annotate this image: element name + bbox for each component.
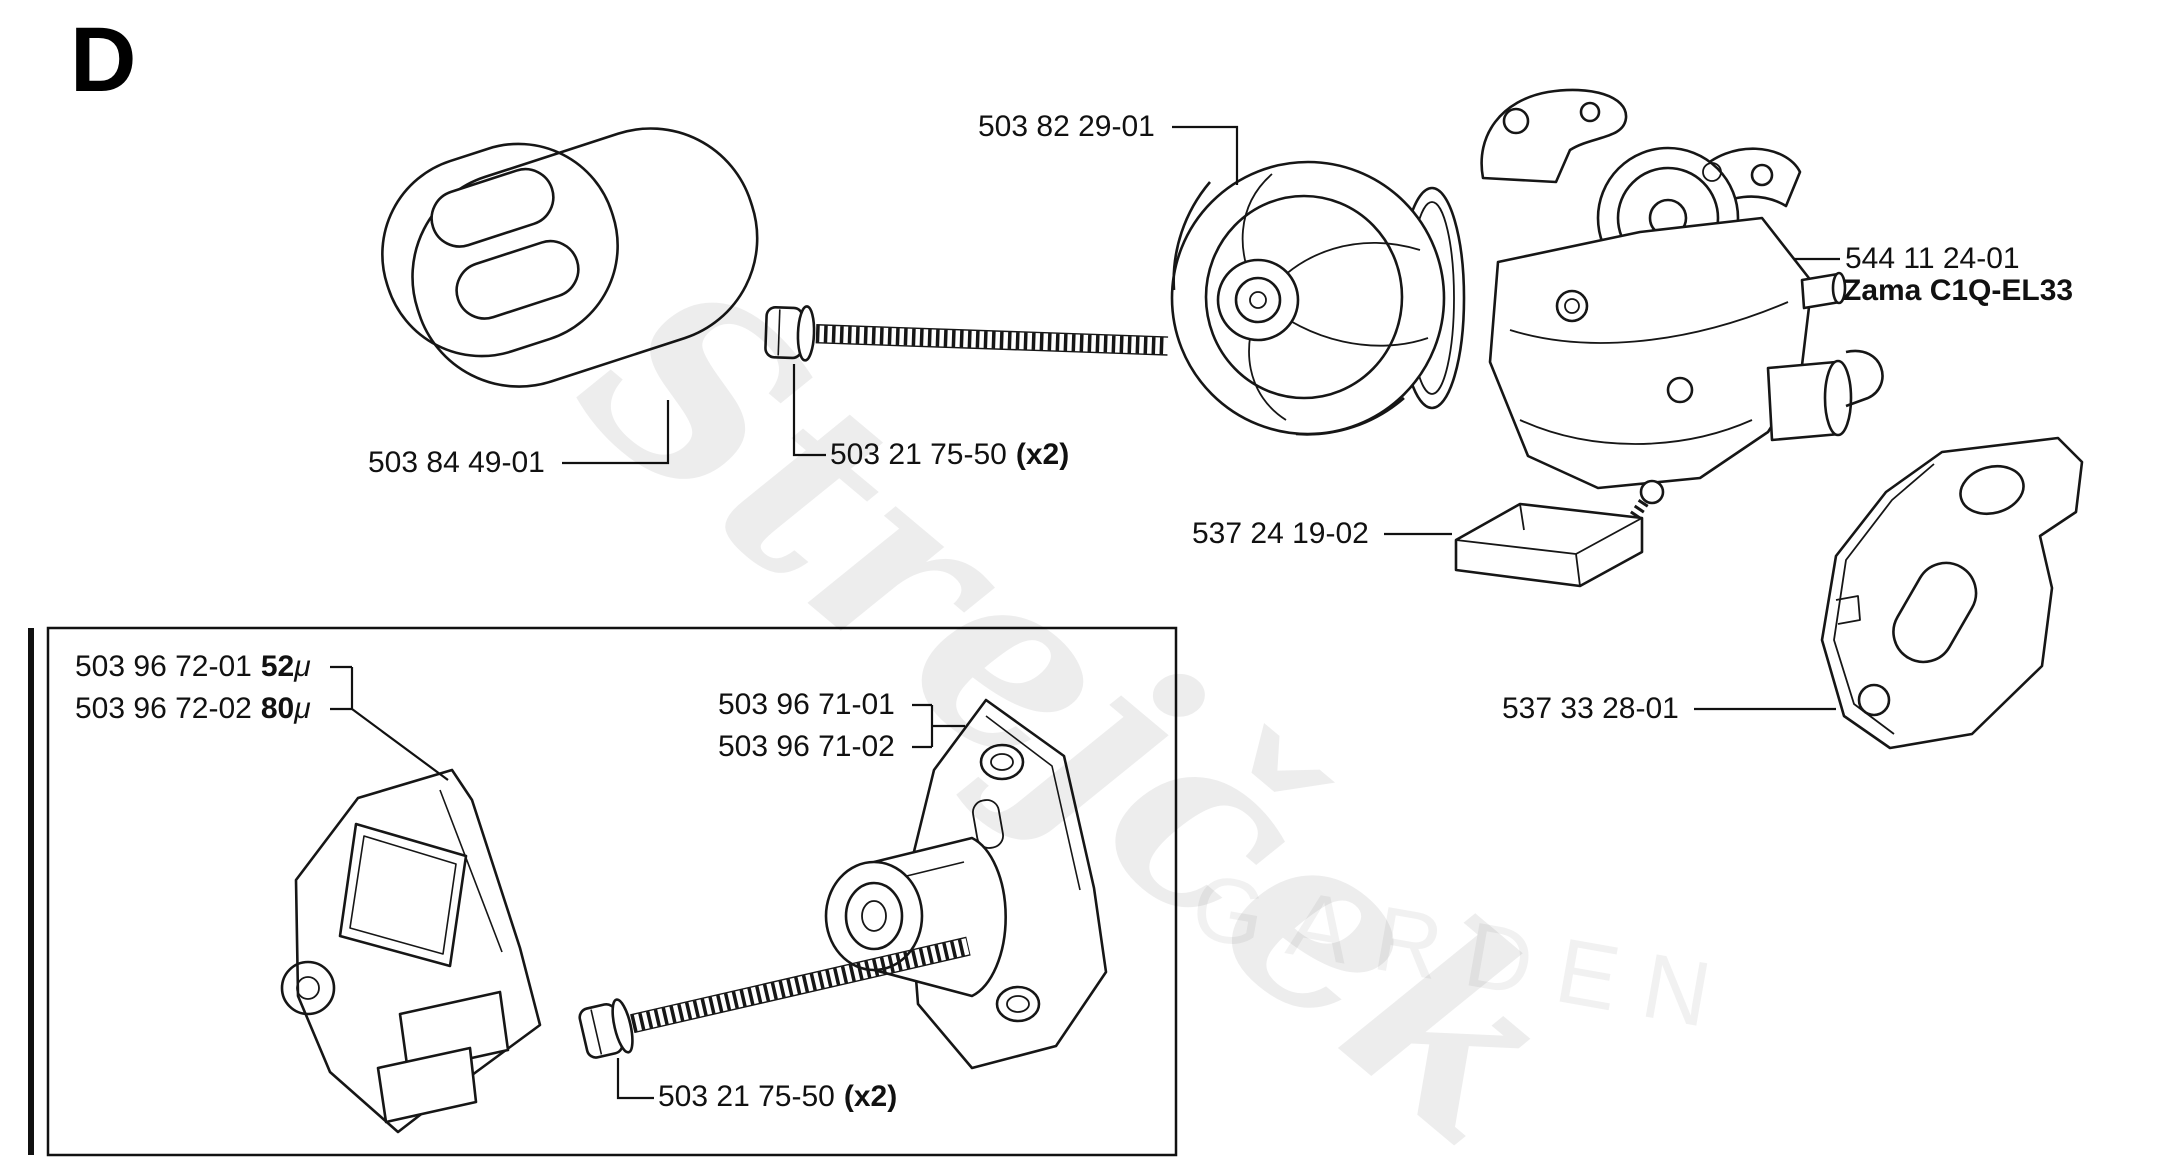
part-number: 503 96 71-02 [718, 730, 895, 763]
part-label-screw-lower: 503 21 75-50(x2) [658, 1080, 897, 1114]
part-number: 503 21 75-50 [830, 438, 1007, 471]
insulator-drawing [1454, 502, 1644, 588]
part-label-carburetor-model: Zama C1Q-EL33 [1843, 274, 2073, 308]
part-label-screw-upper: 503 21 75-50(x2) [830, 438, 1069, 472]
screw-lower-drawing [578, 936, 971, 1059]
screw-upper-drawing [764, 305, 1169, 362]
filter-cover-drawing [280, 768, 542, 1134]
filter-size: 52 [260, 650, 295, 683]
part-label-insulator: 537 24 19-02 [1192, 517, 1369, 551]
part-label-carburetor-number: 544 11 24-01 [1845, 242, 2020, 276]
gasket-plate-drawing [1820, 436, 2084, 750]
carburetor-drawing [1480, 88, 1884, 554]
part-quantity: (x2) [843, 1080, 898, 1113]
micron-unit: μ [294, 692, 311, 725]
part-number: 503 96 72-02 [75, 692, 252, 725]
part-number: 537 33 28-01 [1502, 692, 1679, 725]
muffler-drawing [381, 127, 759, 388]
part-number: 503 96 71-01 [718, 688, 895, 721]
part-number: 544 11 24-01 [1845, 242, 2020, 275]
part-label-muffler: 503 84 49-01 [368, 446, 545, 480]
detail-box [28, 626, 1178, 1157]
leader-lines [330, 125, 1840, 1100]
part-number: 537 24 19-02 [1192, 517, 1369, 550]
part-number: 503 82 29-01 [978, 110, 1155, 143]
filter-size: 80 [260, 692, 295, 725]
part-label-manifold-a: 503 96 71-01 [718, 688, 895, 722]
air-filter-housing-drawing [1170, 160, 1466, 436]
part-quantity: (x2) [1015, 438, 1070, 471]
micron-unit: μ [294, 650, 311, 683]
part-number: 503 96 72-01 [75, 650, 252, 683]
part-label-air-filter-housing: 503 82 29-01 [978, 110, 1155, 144]
part-number: 503 21 75-50 [658, 1080, 835, 1113]
part-label-gasket: 537 33 28-01 [1502, 692, 1679, 726]
part-model: Zama C1Q-EL33 [1843, 274, 2074, 307]
section-letter: D [70, 9, 137, 111]
part-label-manifold-b: 503 96 71-02 [718, 730, 895, 764]
part-number: 503 84 49-01 [368, 446, 545, 479]
